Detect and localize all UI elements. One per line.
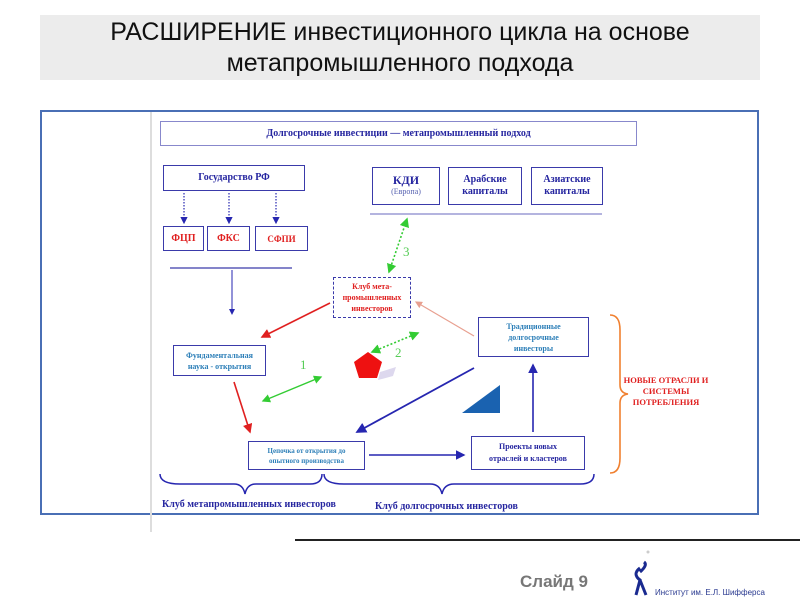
- arrow-1: [261, 375, 323, 403]
- arab-capital-box: Арабские капиталы: [448, 167, 522, 205]
- arrow-fundamental-chain: [233, 381, 253, 434]
- slide-number: Слайд 9: [520, 572, 588, 591]
- long-term-club-caption: Клуб долгосрочных инвесторов: [375, 501, 518, 512]
- new-sectors-label: НОВЫЕ ОТРАСЛИ И СИСТЕМЫ ПОТРЕБЛЕНИЯ: [623, 375, 709, 407]
- triangle-shape: [462, 385, 500, 413]
- fcp-box: ФЦП: [163, 226, 204, 251]
- kdi-box: КДИ (Европа): [372, 167, 440, 205]
- brace-left: [159, 473, 323, 495]
- projects-box: Проекты новых отраслей и кластеров: [471, 436, 585, 470]
- asia-capital-box: Азиатские капиталы: [531, 167, 603, 205]
- dotted-arrows-state: [180, 193, 280, 225]
- state-box: Государство РФ: [163, 165, 305, 191]
- diagram-frame: [40, 110, 759, 515]
- meta-club-box: Клуб мета-промышленных инвесторов: [333, 277, 411, 318]
- number-2: 2: [395, 345, 402, 360]
- divider: [150, 112, 152, 532]
- slide-title: РАСШИРЕНИЕ инвестиционного цикла на осно…: [40, 15, 760, 80]
- number-3: 3: [403, 244, 410, 259]
- traditional-investors-box: Традиционные долгосрочные инвесторы: [478, 317, 589, 357]
- number-1: 1: [300, 357, 307, 372]
- arrow-3: [387, 217, 409, 274]
- arrow-2: [370, 331, 420, 354]
- arrow-traditional-chain: [355, 367, 475, 433]
- sfpi-box: СФПИ: [255, 226, 308, 251]
- arrow-traditional-club: [414, 301, 475, 337]
- banner-box: Долгосрочные инвестиции — метапромышленн…: [160, 121, 637, 146]
- pentagon-shadow: [378, 367, 396, 380]
- chain-box: Цепочка от открытия до опытного производ…: [248, 441, 365, 470]
- brace-right: [323, 473, 595, 495]
- institute-logo: [634, 550, 650, 596]
- title-line-2: метапромышленного подхода: [226, 49, 574, 77]
- fundamental-science-box: Фундаментальная наука - открытия: [173, 345, 266, 376]
- meta-club-caption: Клуб метапромышленных инвесторов: [162, 499, 336, 510]
- pentagon-shape: [354, 352, 382, 378]
- title-line-1: РАСШИРЕНИЕ инвестиционного цикла на осно…: [110, 18, 690, 46]
- orange-brace: [609, 314, 629, 474]
- fks-box: ФКС: [207, 226, 250, 251]
- institute-name: Институт им. Е.Л. Шифферса: [655, 588, 765, 597]
- arrow-club-fundamental: [260, 302, 331, 338]
- kdi-sublabel: (Европа): [391, 187, 421, 196]
- kdi-label: КДИ: [392, 173, 420, 187]
